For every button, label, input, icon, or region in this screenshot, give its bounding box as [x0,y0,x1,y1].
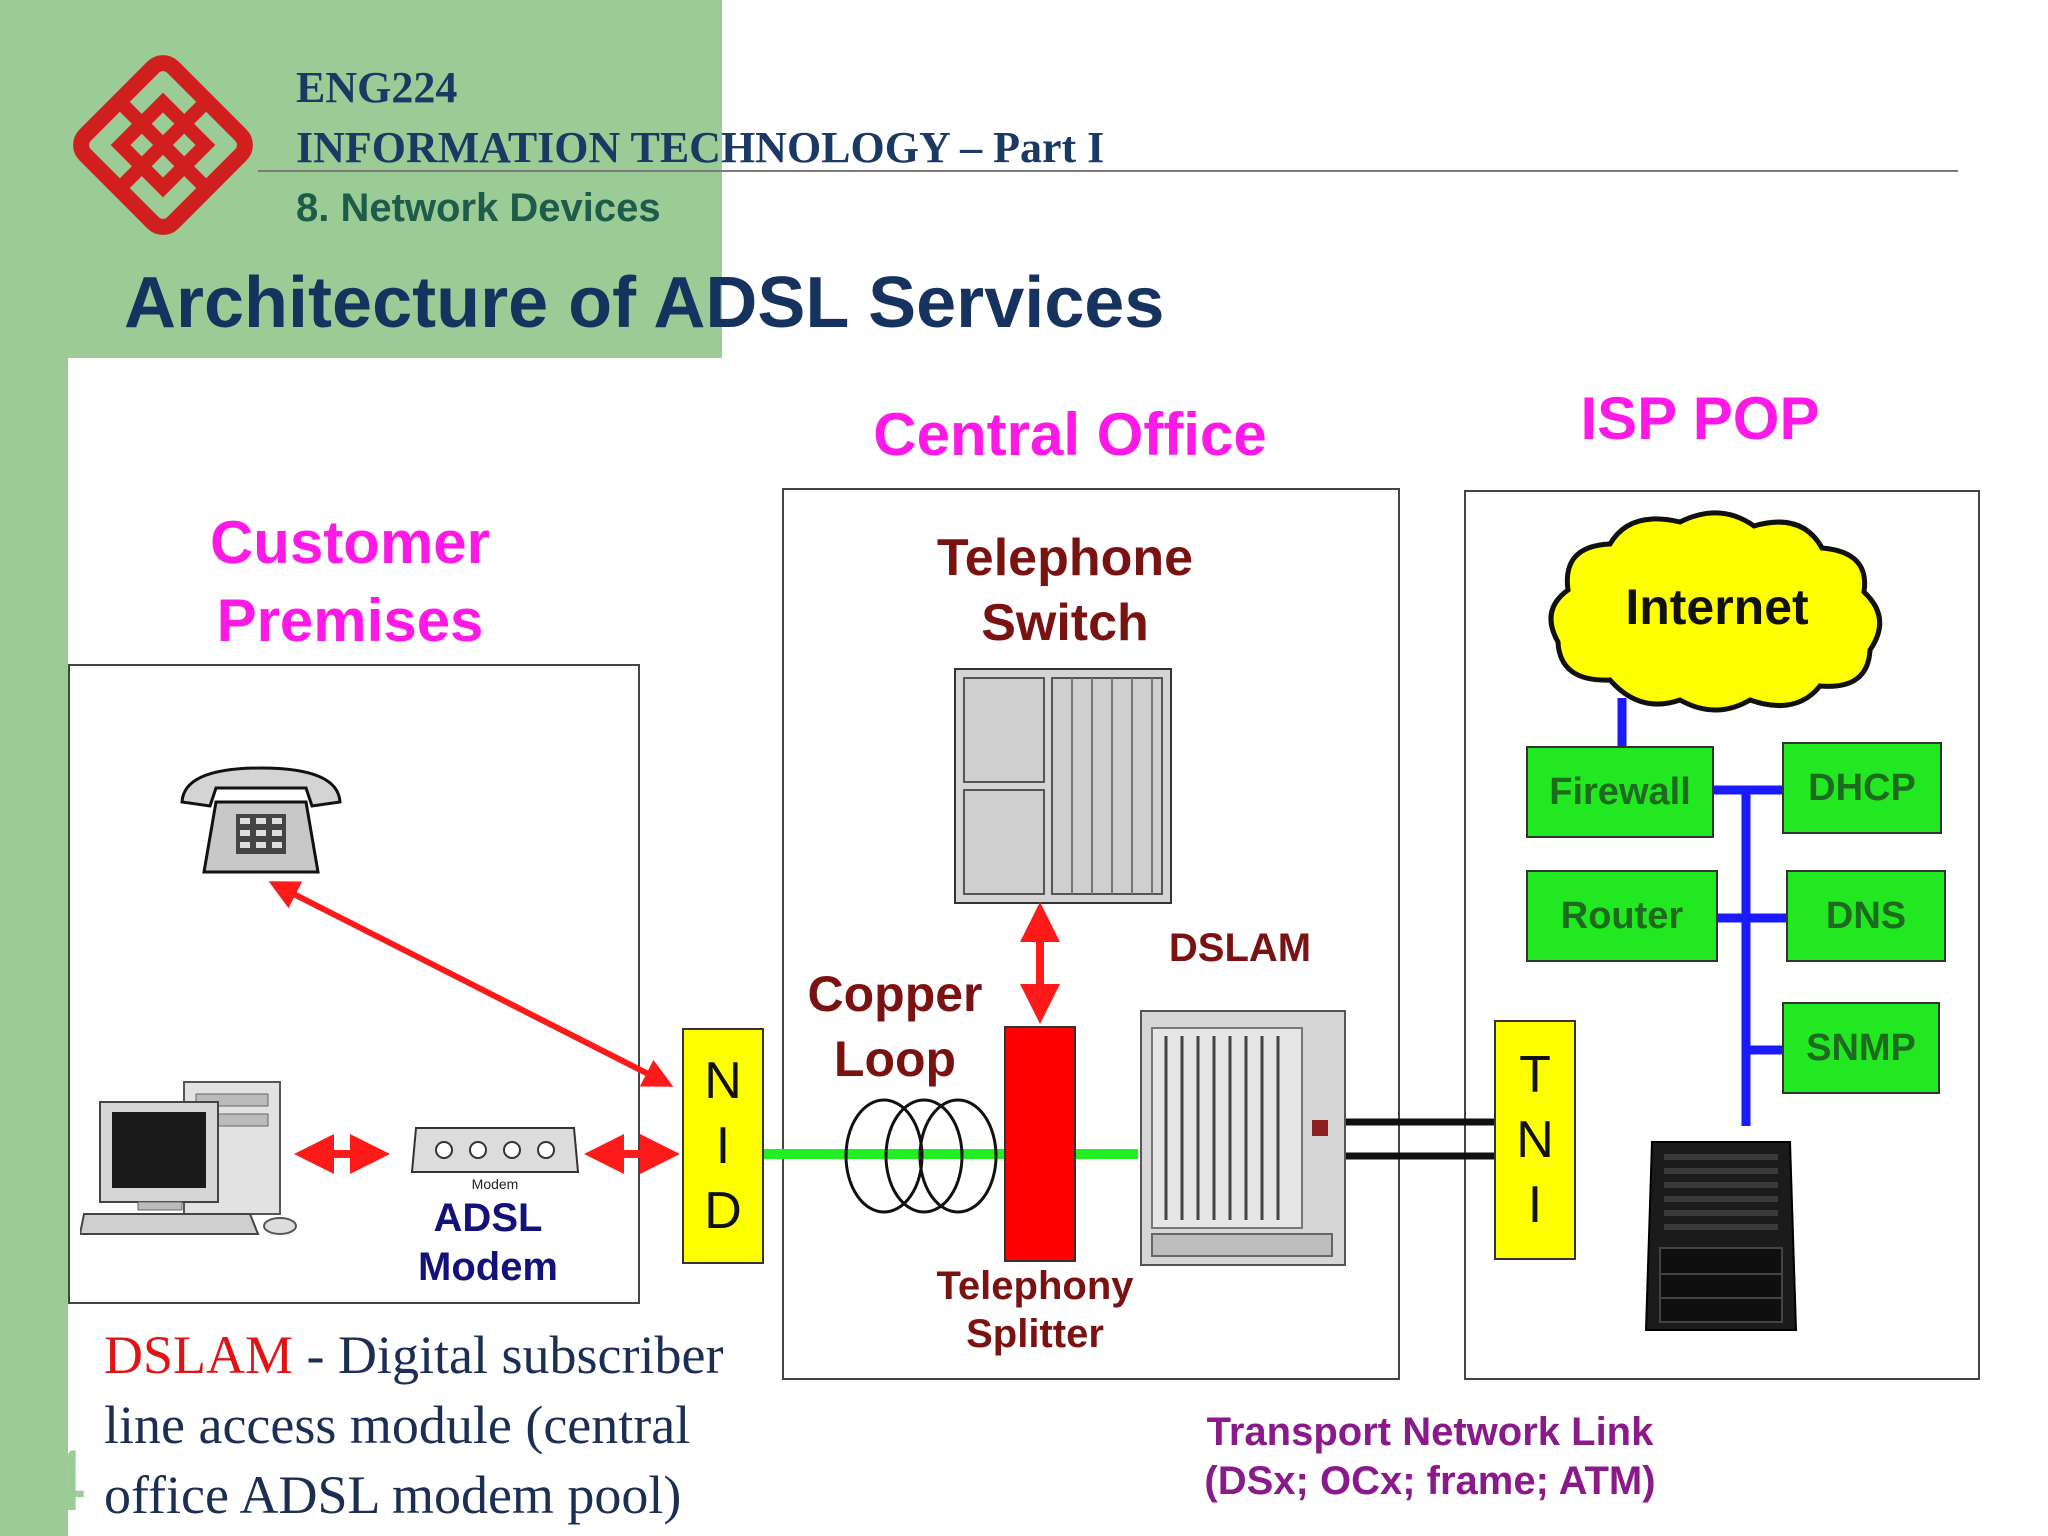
course-title: INFORMATION TECHNOLOGY – Part I [296,123,1105,172]
left-strip [0,358,68,1536]
snmp-box: SNMP [1782,1002,1940,1094]
copper-coil-icon [844,1098,998,1214]
modem-tag: Modem [471,1176,519,1192]
section-label: 8. Network Devices [296,186,661,230]
transport-link-label: Transport Network Link (DSx; OCx; frame;… [1204,1410,1656,1503]
modem-icon [410,1127,580,1173]
adsl-modem-label: ADSL Modem [418,1196,558,1289]
nid-box: N I D [682,1028,764,1264]
slide-title: Architecture of ADSL Services [124,263,1165,343]
telephone-switch-label: Telephone Switch [936,529,1194,652]
footnote-definition: - Digital subscriber line access module … [104,1325,724,1526]
dns-box: DNS [1786,870,1946,962]
dslam-label: DSLAM [1168,926,1312,970]
server-icon [1644,1141,1798,1331]
telephony-splitter-box [1004,1026,1076,1262]
dslam-footnote: DSLAM - Digital subscriber line access m… [104,1320,784,1531]
header-rule [258,170,1958,172]
telephony-splitter-label: Telephony Splitter [936,1264,1134,1356]
course-code: ENG224 [296,63,458,112]
telephone-icon [180,766,342,874]
polyu-logo [73,55,253,235]
router-box: Router [1526,870,1718,962]
tni-box: T N I [1494,1020,1576,1260]
firewall-box: Firewall [1526,746,1714,838]
computer-icon [80,1081,297,1235]
internet-cloud-icon [1548,510,1883,713]
switch-cabinet-icon [954,668,1172,904]
central-office-title: Central Office [873,401,1267,468]
dslam-rack-icon [1140,1010,1346,1266]
footnote-term: DSLAM [104,1325,294,1385]
dhcp-box: DHCP [1782,742,1942,834]
page-number-fragment: 4 [40,1431,85,1530]
isp-pop-title: ISP POP [1580,385,1820,452]
copper-loop-label: Copper Loop [807,966,983,1087]
internet-label: Internet [1625,579,1809,635]
customer-premises-title: Customer Premises [209,509,491,654]
